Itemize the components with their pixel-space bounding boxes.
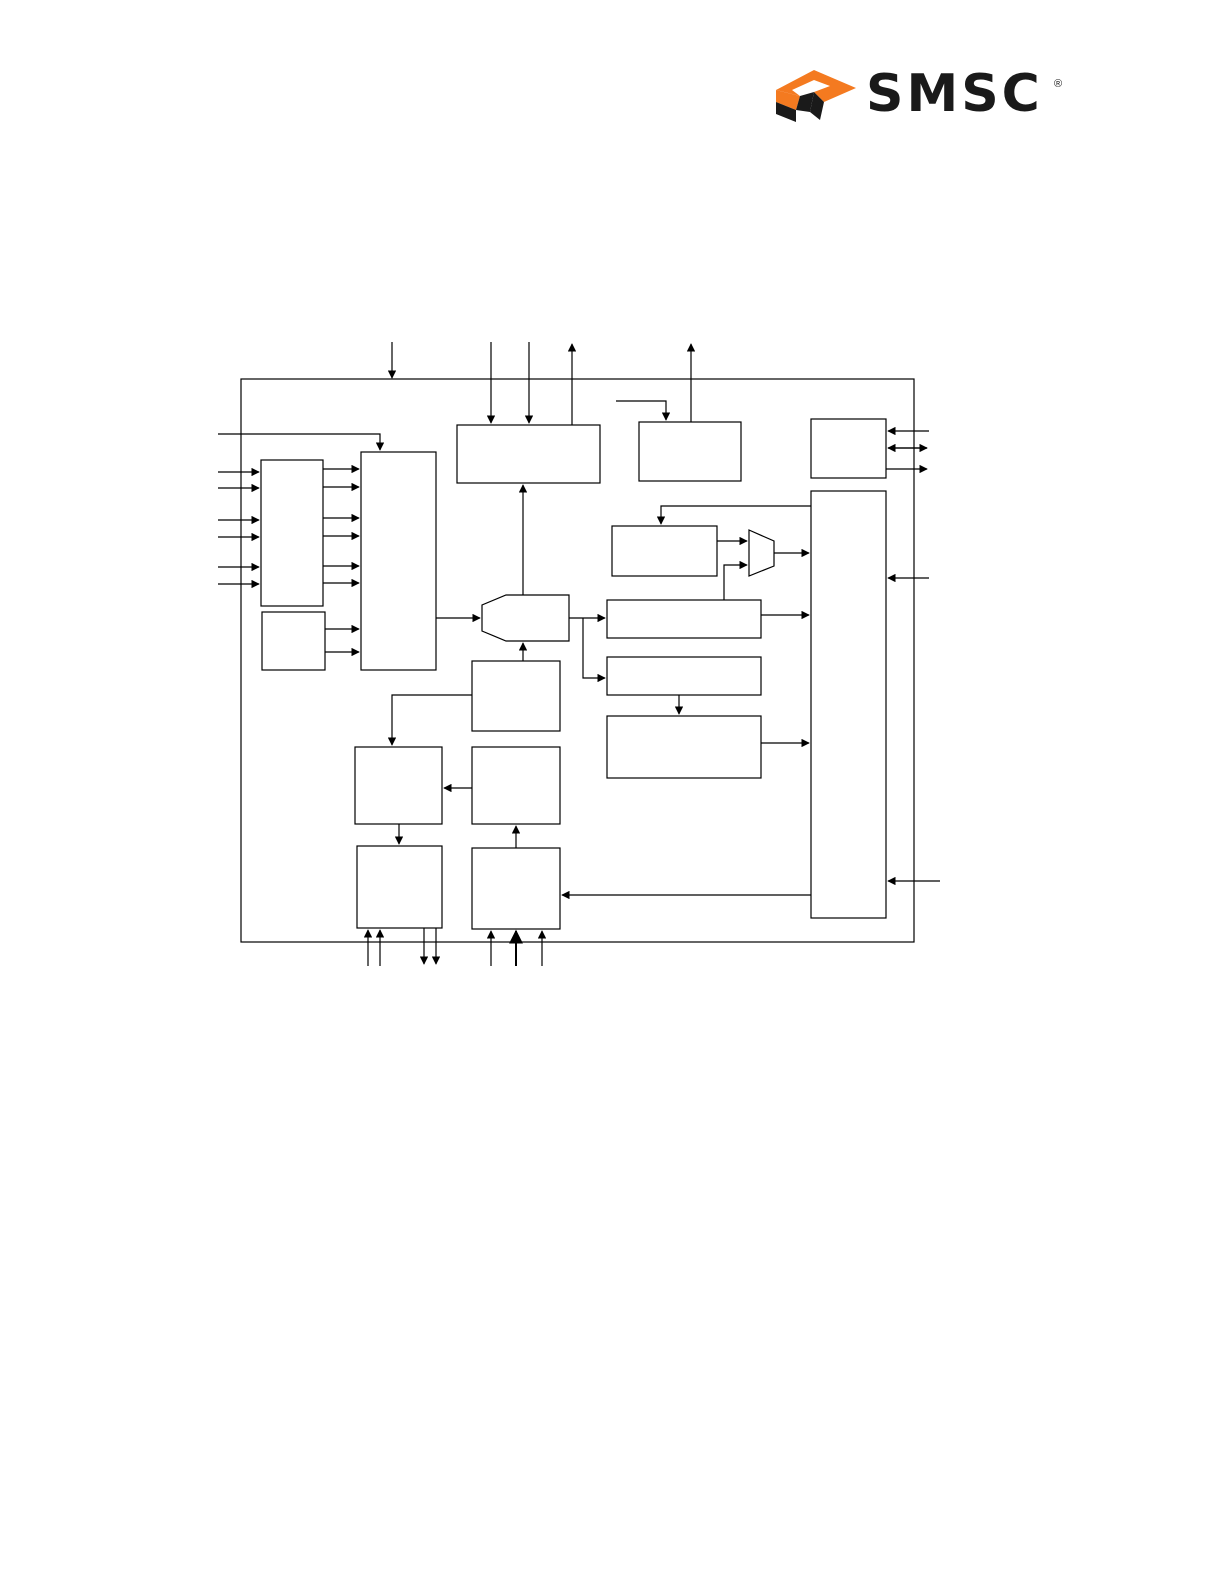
block-input-mux (360, 451, 437, 671)
brand-logo: SMSC ® (770, 64, 1070, 126)
block-alu (481, 594, 570, 642)
block-center-lower (471, 847, 561, 930)
block-corner-io (810, 418, 887, 479)
block-right-bus (810, 490, 887, 919)
block-left-mid (354, 746, 443, 825)
smsc-logo-icon (776, 70, 856, 122)
block-mux (748, 529, 775, 577)
sig-top-6 (616, 400, 671, 421)
block-mid-a (606, 599, 762, 639)
block-mid-b (606, 656, 762, 696)
block-left-small (261, 611, 326, 671)
block-center-upper (471, 660, 561, 732)
block-mid-upper (611, 525, 718, 577)
block-top-right (638, 421, 742, 482)
block-mid-c (606, 715, 762, 779)
registered-mark: ® (1054, 78, 1063, 90)
brand-name: SMSC (866, 64, 1043, 124)
block-left-inputs (260, 459, 324, 607)
block-center-mid (471, 746, 561, 825)
sig-left-top (218, 433, 385, 451)
block-left-lower (356, 845, 443, 929)
chip-boundary (240, 378, 915, 943)
block-top-center (456, 424, 601, 484)
